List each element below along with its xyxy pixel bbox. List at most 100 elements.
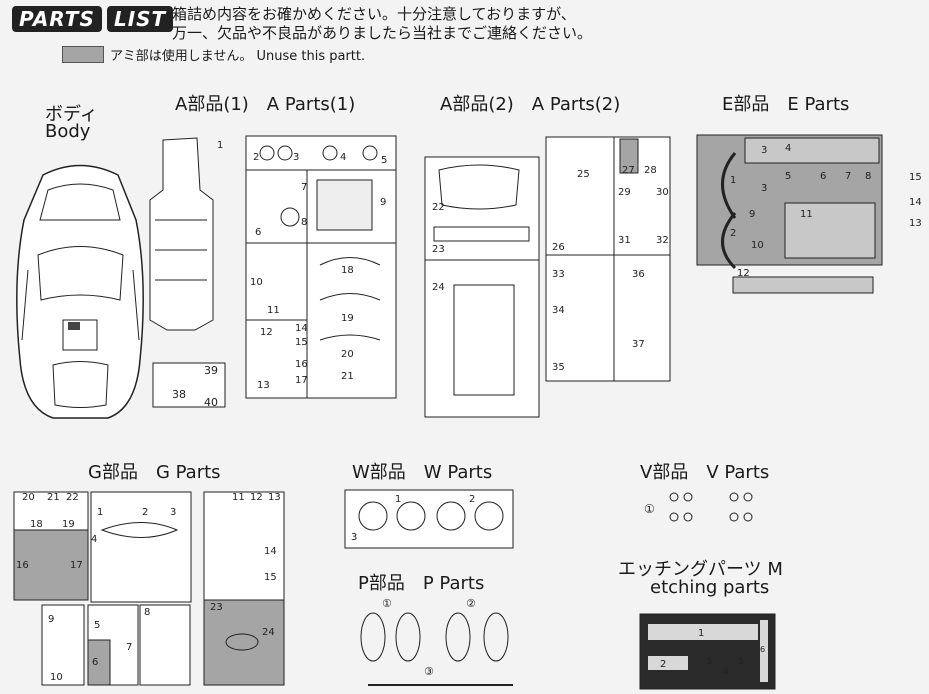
svg-text:9: 9: [749, 209, 755, 220]
svg-text:14: 14: [295, 323, 308, 334]
e-title: E部品 E Parts: [722, 94, 850, 115]
a1-sprue: 2 3 4 5 6 7 8 9 10 11 12 13 14 15 16 17 …: [245, 135, 397, 399]
svg-text:16: 16: [295, 359, 308, 370]
svg-text:40: 40: [204, 396, 218, 409]
svg-text:2: 2: [142, 507, 148, 518]
svg-text:4: 4: [723, 667, 729, 677]
w-sprue: 1 2 3: [344, 489, 514, 549]
svg-text:19: 19: [62, 519, 75, 530]
body-title-en: Body: [45, 121, 91, 142]
svg-text:16: 16: [16, 560, 29, 571]
svg-text:35: 35: [552, 362, 565, 373]
v-sprue: ①: [644, 492, 753, 522]
svg-text:27: 27: [622, 165, 635, 176]
parts-list-badge: PARTS LIST: [12, 6, 174, 32]
svg-text:10: 10: [50, 672, 63, 683]
svg-text:9: 9: [48, 614, 54, 625]
svg-text:26: 26: [552, 242, 565, 253]
svg-text:8: 8: [865, 171, 871, 182]
body-illustration: [16, 164, 144, 419]
svg-text:6: 6: [92, 657, 98, 668]
svg-text:11: 11: [232, 492, 245, 503]
svg-text:20: 20: [22, 492, 35, 503]
svg-text:20: 20: [341, 349, 354, 360]
badge-parts: PARTS: [12, 6, 102, 32]
svg-text:5: 5: [381, 155, 387, 166]
svg-text:①: ①: [382, 597, 392, 610]
svg-text:1: 1: [97, 507, 103, 518]
svg-text:6: 6: [255, 227, 261, 238]
svg-text:12: 12: [737, 268, 750, 279]
svg-text:39: 39: [204, 364, 218, 377]
svg-text:6: 6: [820, 171, 826, 182]
body-title-ja: ボディ: [45, 104, 98, 125]
a2-title: A部品(2) A Parts(2): [440, 94, 621, 115]
svg-text:15: 15: [295, 337, 308, 348]
svg-text:17: 17: [70, 560, 83, 571]
notice-line-2: 万一、欠品や不良品がありましたら当社までご連絡ください。: [172, 24, 593, 42]
shaded-swatch: [62, 46, 104, 63]
etch-title-ja: エッチングパーツ M: [618, 559, 783, 580]
svg-text:19: 19: [341, 313, 354, 324]
svg-text:②: ②: [466, 597, 476, 610]
svg-text:3: 3: [351, 532, 357, 543]
svg-text:7: 7: [301, 182, 307, 193]
svg-text:①: ①: [644, 502, 655, 516]
e-sprue: 1 2 3 3 4 5 6 7 8 9 10 11 12 13 14 15: [696, 134, 922, 294]
svg-text:12: 12: [260, 327, 273, 338]
svg-text:3: 3: [170, 507, 176, 518]
svg-text:23: 23: [432, 244, 445, 255]
svg-text:7: 7: [126, 642, 132, 653]
svg-text:23: 23: [210, 602, 223, 613]
svg-text:3: 3: [706, 657, 712, 667]
svg-text:5: 5: [738, 657, 744, 667]
svg-text:24: 24: [432, 282, 445, 293]
svg-text:5: 5: [785, 171, 791, 182]
svg-text:10: 10: [751, 240, 764, 251]
svg-text:4: 4: [785, 143, 791, 154]
notice-line-1: 箱詰め内容をお確かめください。十分注意しておりますが、: [172, 5, 576, 23]
svg-text:34: 34: [552, 305, 565, 316]
a2-sprue: 22 23 24 25 26 27 28 29 30 31 32 33 34 3…: [424, 136, 671, 418]
svg-text:6: 6: [760, 645, 765, 654]
etching-sheet: 1 2 3 4 5 6: [639, 613, 776, 690]
svg-text:2: 2: [469, 494, 475, 505]
svg-text:28: 28: [644, 165, 657, 176]
svg-text:2: 2: [660, 659, 666, 670]
svg-text:1: 1: [395, 494, 401, 505]
svg-text:15: 15: [909, 172, 922, 183]
svg-text:22: 22: [432, 202, 445, 213]
svg-text:10: 10: [250, 277, 263, 288]
svg-text:24: 24: [262, 627, 275, 638]
svg-text:11: 11: [267, 305, 280, 316]
svg-text:3: 3: [293, 152, 299, 163]
svg-text:38: 38: [172, 388, 186, 401]
a1-part-1: 1: [145, 130, 245, 410]
svg-text:3: 3: [761, 183, 767, 194]
svg-text:4: 4: [91, 534, 97, 545]
svg-text:4: 4: [340, 152, 346, 163]
g-sprue: 1 2 3 4 5 6 7 8 9 10 11 12 13 14 15 16 1…: [13, 491, 285, 686]
svg-text:7: 7: [845, 171, 851, 182]
svg-text:2: 2: [253, 152, 259, 163]
svg-text:5: 5: [94, 620, 100, 631]
svg-text:8: 8: [301, 217, 307, 228]
svg-text:21: 21: [47, 492, 60, 503]
svg-text:29: 29: [618, 187, 631, 198]
a1-sprue-38-40: 38 39 40: [152, 362, 226, 409]
a1-num-1: 1: [217, 140, 223, 151]
svg-text:31: 31: [618, 235, 631, 246]
svg-text:13: 13: [268, 492, 281, 503]
svg-text:32: 32: [656, 235, 669, 246]
svg-text:13: 13: [257, 380, 270, 391]
v-title: V部品 V Parts: [640, 462, 770, 483]
svg-text:9: 9: [380, 197, 386, 208]
svg-text:17: 17: [295, 375, 308, 386]
svg-text:13: 13: [909, 218, 922, 229]
svg-text:25: 25: [577, 169, 590, 180]
w-title: W部品 W Parts: [352, 462, 493, 483]
svg-text:14: 14: [909, 197, 922, 208]
svg-text:8: 8: [144, 607, 150, 618]
svg-text:22: 22: [66, 492, 79, 503]
svg-text:11: 11: [800, 209, 813, 220]
